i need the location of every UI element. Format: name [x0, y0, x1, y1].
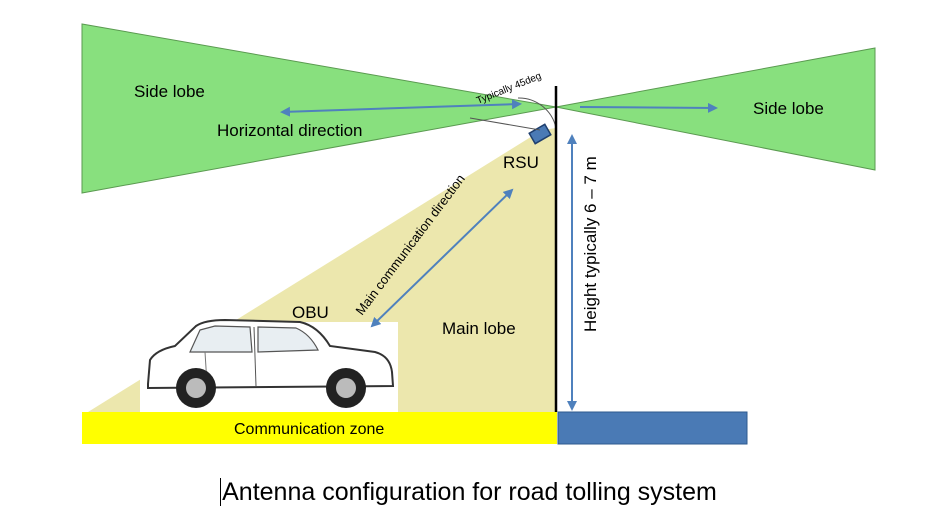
road-bar — [557, 411, 748, 445]
horizontal-direction-label: Horizontal direction — [217, 121, 363, 140]
figure-caption: Antenna configuration for road tolling s… — [0, 478, 937, 507]
horizontal-direction-arrow — [280, 99, 522, 117]
communication-zone-bar — [82, 412, 557, 444]
text-cursor — [220, 478, 222, 506]
side-lobe-right-shape — [555, 47, 876, 171]
rsu-device — [528, 123, 552, 145]
caption-text: Antenna configuration for road tolling s… — [222, 478, 717, 506]
communication-zone-label: Communication zone — [234, 421, 384, 438]
angle-arc — [517, 97, 557, 129]
obu-label: OBU — [292, 303, 329, 322]
car-image — [140, 318, 398, 412]
right-side-arrow — [579, 102, 718, 113]
side-lobe-right-label: Side lobe — [753, 99, 824, 118]
side-lobe-left-label: Side lobe — [134, 82, 205, 101]
main-comm-arrow — [370, 188, 514, 328]
main-lobe-label: Main lobe — [442, 319, 516, 338]
height-label: Height typically 6 – 7 m — [581, 156, 600, 332]
angle-line — [469, 117, 541, 131]
rsu-label: RSU — [503, 153, 539, 172]
